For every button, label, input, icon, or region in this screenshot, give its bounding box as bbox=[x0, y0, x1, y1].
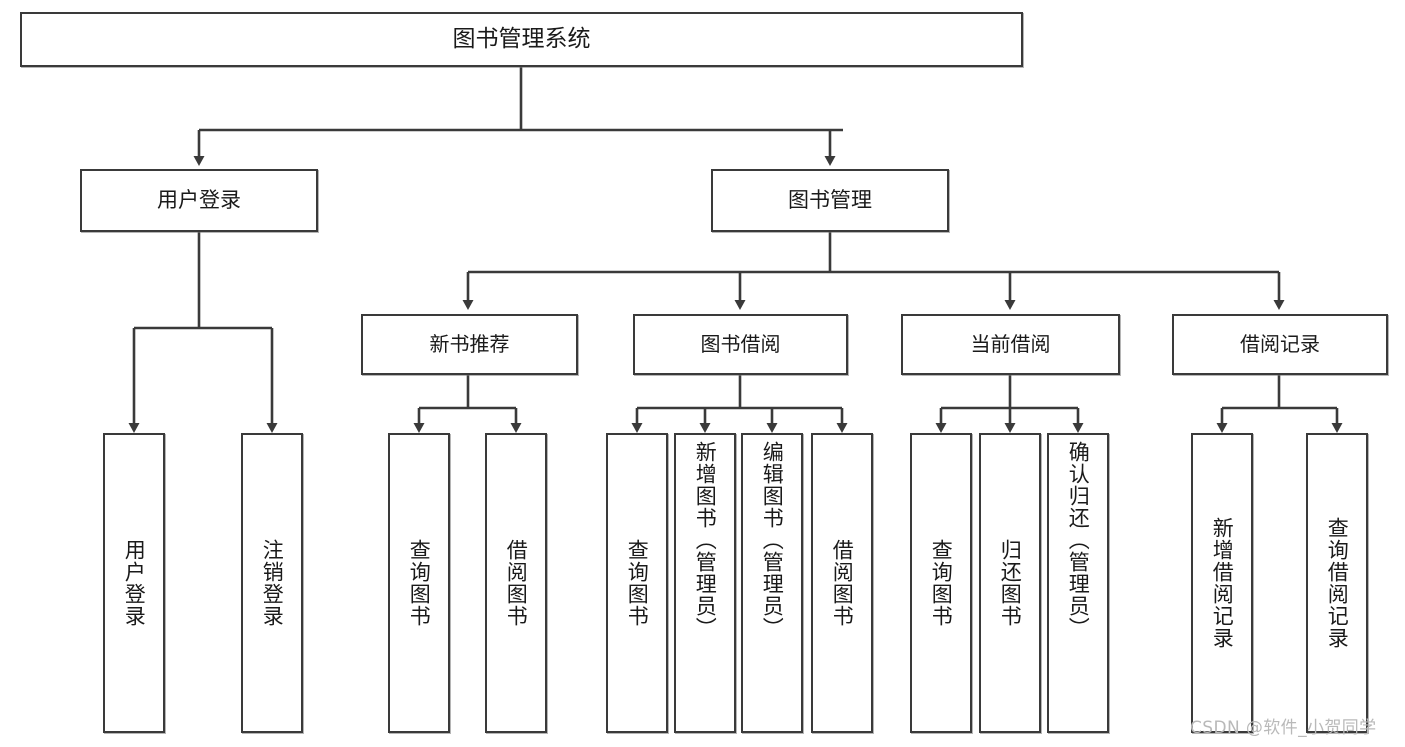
node-leaf-confirm-return-label: 确认归还（管理员） bbox=[1066, 441, 1091, 639]
node-new-book-recommend-label: 新书推荐 bbox=[429, 331, 510, 356]
node-root[interactable]: 图书管理系统 bbox=[20, 12, 1023, 67]
node-borrow-record-label: 借阅记录 bbox=[1240, 331, 1320, 356]
node-leaf-query-book-3-label: 查询图书 bbox=[929, 539, 954, 627]
node-user-login[interactable]: 用户登录 bbox=[80, 169, 318, 232]
node-book-manage-label: 图书管理 bbox=[788, 188, 872, 213]
node-leaf-add-record[interactable]: 新增借阅记录 bbox=[1191, 433, 1253, 733]
node-leaf-borrow-book-1[interactable]: 借阅图书 bbox=[485, 433, 547, 733]
node-leaf-add-book-label: 新增图书（管理员） bbox=[693, 441, 718, 639]
node-leaf-edit-book-label: 编辑图书（管理员） bbox=[760, 441, 785, 639]
node-leaf-return-book-label: 归还图书 bbox=[998, 539, 1023, 627]
node-leaf-edit-book[interactable]: 编辑图书（管理员） bbox=[741, 433, 803, 733]
node-leaf-query-book-2-label: 查询图书 bbox=[625, 539, 650, 627]
node-leaf-user-login[interactable]: 用户登录 bbox=[103, 433, 165, 733]
node-borrow-record[interactable]: 借阅记录 bbox=[1172, 314, 1388, 375]
node-leaf-borrow-book-2-label: 借阅图书 bbox=[830, 539, 855, 627]
node-leaf-query-record[interactable]: 查询借阅记录 bbox=[1306, 433, 1368, 733]
node-leaf-return-book[interactable]: 归还图书 bbox=[979, 433, 1041, 733]
node-book-borrow[interactable]: 图书借阅 bbox=[633, 314, 848, 375]
node-leaf-add-book[interactable]: 新增图书（管理员） bbox=[674, 433, 736, 733]
node-leaf-user-logout-label: 注销登录 bbox=[260, 539, 285, 627]
node-new-book-recommend[interactable]: 新书推荐 bbox=[361, 314, 578, 375]
node-leaf-query-book-1-label: 查询图书 bbox=[407, 539, 432, 627]
node-leaf-borrow-book-1-label: 借阅图书 bbox=[504, 539, 529, 627]
node-leaf-query-book-2[interactable]: 查询图书 bbox=[606, 433, 668, 733]
node-leaf-confirm-return[interactable]: 确认归还（管理员） bbox=[1047, 433, 1109, 733]
node-root-label: 图书管理系统 bbox=[452, 25, 591, 52]
node-book-manage[interactable]: 图书管理 bbox=[711, 169, 949, 232]
node-book-borrow-label: 图书借阅 bbox=[700, 331, 781, 356]
node-leaf-add-record-label: 新增借阅记录 bbox=[1210, 517, 1235, 649]
node-leaf-query-book-3[interactable]: 查询图书 bbox=[910, 433, 972, 733]
node-leaf-user-logout[interactable]: 注销登录 bbox=[241, 433, 303, 733]
csdn-watermark: CSDN @软件_小贺同学 bbox=[1190, 718, 1377, 738]
node-leaf-borrow-book-2[interactable]: 借阅图书 bbox=[811, 433, 873, 733]
node-user-login-label: 用户登录 bbox=[157, 188, 241, 213]
node-leaf-query-book-1[interactable]: 查询图书 bbox=[388, 433, 450, 733]
node-leaf-query-record-label: 查询借阅记录 bbox=[1325, 517, 1350, 649]
node-current-borrow[interactable]: 当前借阅 bbox=[901, 314, 1120, 375]
node-leaf-user-login-label: 用户登录 bbox=[122, 539, 147, 627]
node-current-borrow-label: 当前借阅 bbox=[970, 331, 1051, 356]
